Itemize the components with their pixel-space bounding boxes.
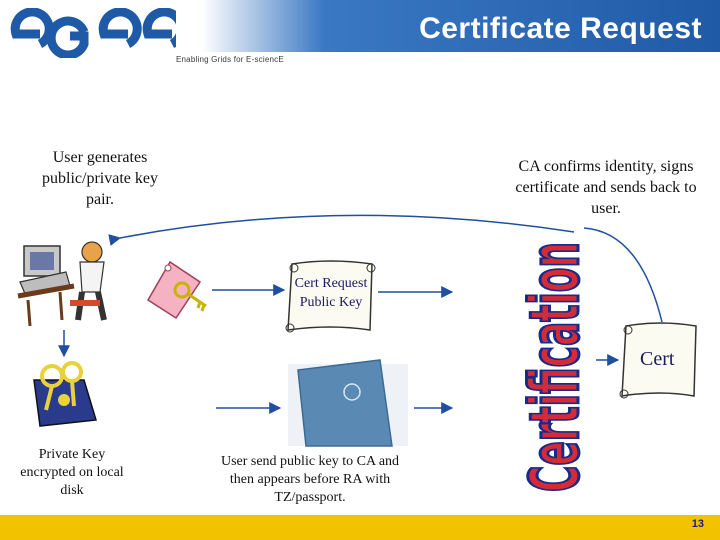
cert-request-label: Cert Request Public Key (294, 276, 368, 310)
user-send-label: User send public key to CA and then appe… (220, 454, 400, 505)
slide-title: Certificate Request (419, 12, 702, 45)
certification-banner-text: Certification (516, 242, 595, 492)
cert-request-scroll (285, 260, 376, 333)
ca-confirms-label: CA confirms identity, signs certificate … (515, 158, 697, 217)
footer-bar (0, 515, 720, 540)
public-key-tag-icon (146, 260, 207, 320)
user-computer-icon (17, 241, 107, 327)
tagline: Enabling Grids for E-sciencE (176, 55, 284, 64)
return-arrow-left (108, 214, 575, 246)
user-generates-label: User generates public/private key pair. (42, 149, 158, 208)
return-arrow-right (583, 227, 663, 323)
private-key-label: Private Key encrypted on local disk (20, 447, 124, 498)
egee-logo (10, 8, 176, 58)
cert-scroll (619, 322, 697, 399)
page-number: 13 (691, 518, 704, 530)
passport-icon (288, 359, 408, 447)
certification-banner: Certification (515, 241, 597, 494)
cert-label: Cert (640, 348, 675, 370)
private-key-icon (33, 361, 97, 427)
